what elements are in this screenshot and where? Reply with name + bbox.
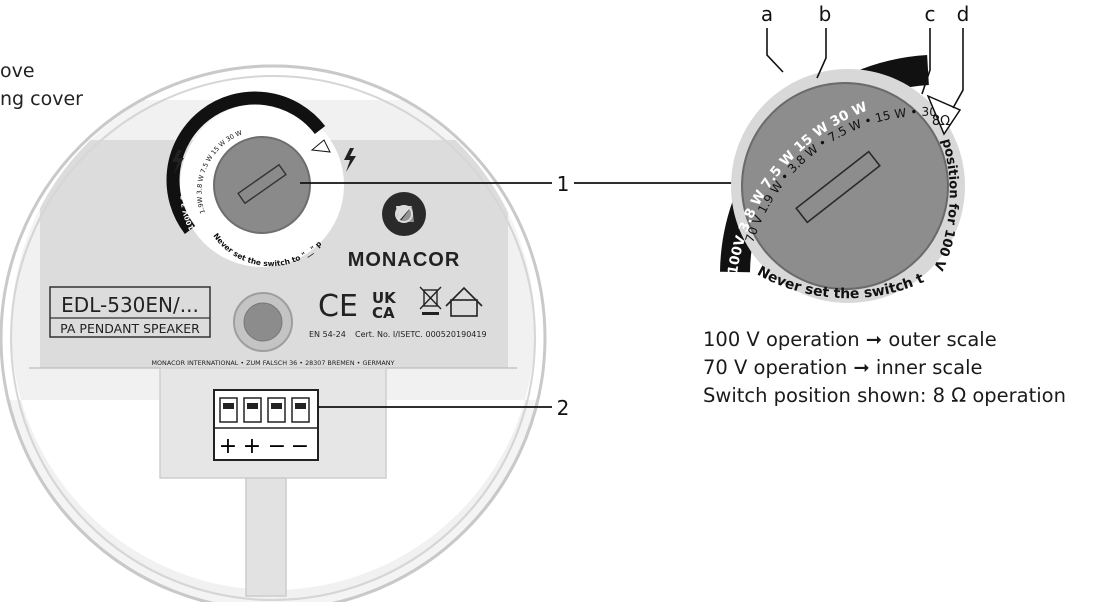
test-button — [243, 302, 283, 342]
cert-number: Cert. No. I/ISETC. 000520190419 — [355, 330, 487, 339]
ohm-pointer — [926, 94, 962, 136]
terminal-label: − — [268, 434, 286, 459]
callout-d-line — [952, 28, 964, 109]
legend: 100 V operation ➞ outer scale 70 V opera… — [703, 326, 1066, 410]
monacor-logo-icon — [382, 192, 426, 236]
hazard-icon — [172, 150, 184, 174]
hazard-icon — [344, 148, 356, 172]
legend-switch-position: Switch position shown: 8 Ω operation — [703, 384, 1066, 407]
certification-marks: CE UK CA — [318, 286, 483, 324]
terminal-block: + + − − — [213, 389, 319, 461]
left-caption-line-2: ng cover — [0, 88, 83, 110]
brand-name: MONACOR — [348, 249, 461, 271]
ce-mark: CE — [318, 289, 358, 324]
callout-2-label: 2 — [557, 396, 570, 420]
small-dial-slot — [237, 163, 287, 205]
ukca-mark-bottom: CA — [372, 304, 395, 322]
left-caption-line-1: ove — [0, 60, 35, 82]
callout-b-label: b — [819, 2, 832, 26]
plate-mask — [0, 66, 560, 590]
terminal-label: + — [219, 434, 237, 459]
large-dial-slot — [795, 150, 881, 224]
address-line: MONACOR INTERNATIONAL • ZUM FALSCH 36 • … — [152, 359, 395, 367]
small-dial-outer-band — [166, 91, 326, 234]
ukca-mark-top: UK — [372, 289, 397, 307]
callout-a-label: a — [761, 2, 773, 26]
indoor-house-icon — [445, 286, 483, 317]
callout-c-label: c — [925, 2, 936, 26]
legend-outer-scale: 100 V operation ➞ outer scale — [703, 328, 997, 351]
standard-label: EN 54-24 — [309, 330, 346, 339]
model-box: EDL-530EN/... PA PENDANT SPEAKER — [49, 286, 211, 338]
ohm-label: 8Ω — [932, 114, 950, 129]
dash-mark — [920, 92, 930, 95]
callout-a-line — [766, 28, 784, 73]
terminal-label: − — [291, 434, 309, 459]
callout-1-label: 1 — [557, 172, 570, 196]
callout-c-line — [921, 28, 931, 95]
product-description: PA PENDANT SPEAKER — [60, 321, 200, 336]
callout-d-label: d — [957, 2, 970, 26]
weee-bin-icon — [419, 286, 442, 315]
terminal-label: + — [243, 434, 261, 459]
model-number: EDL-530EN/... — [61, 293, 199, 317]
cable — [245, 477, 287, 597]
callout-b-line — [816, 28, 827, 79]
legend-inner-scale: 70 V operation ➞ inner scale — [703, 356, 983, 379]
